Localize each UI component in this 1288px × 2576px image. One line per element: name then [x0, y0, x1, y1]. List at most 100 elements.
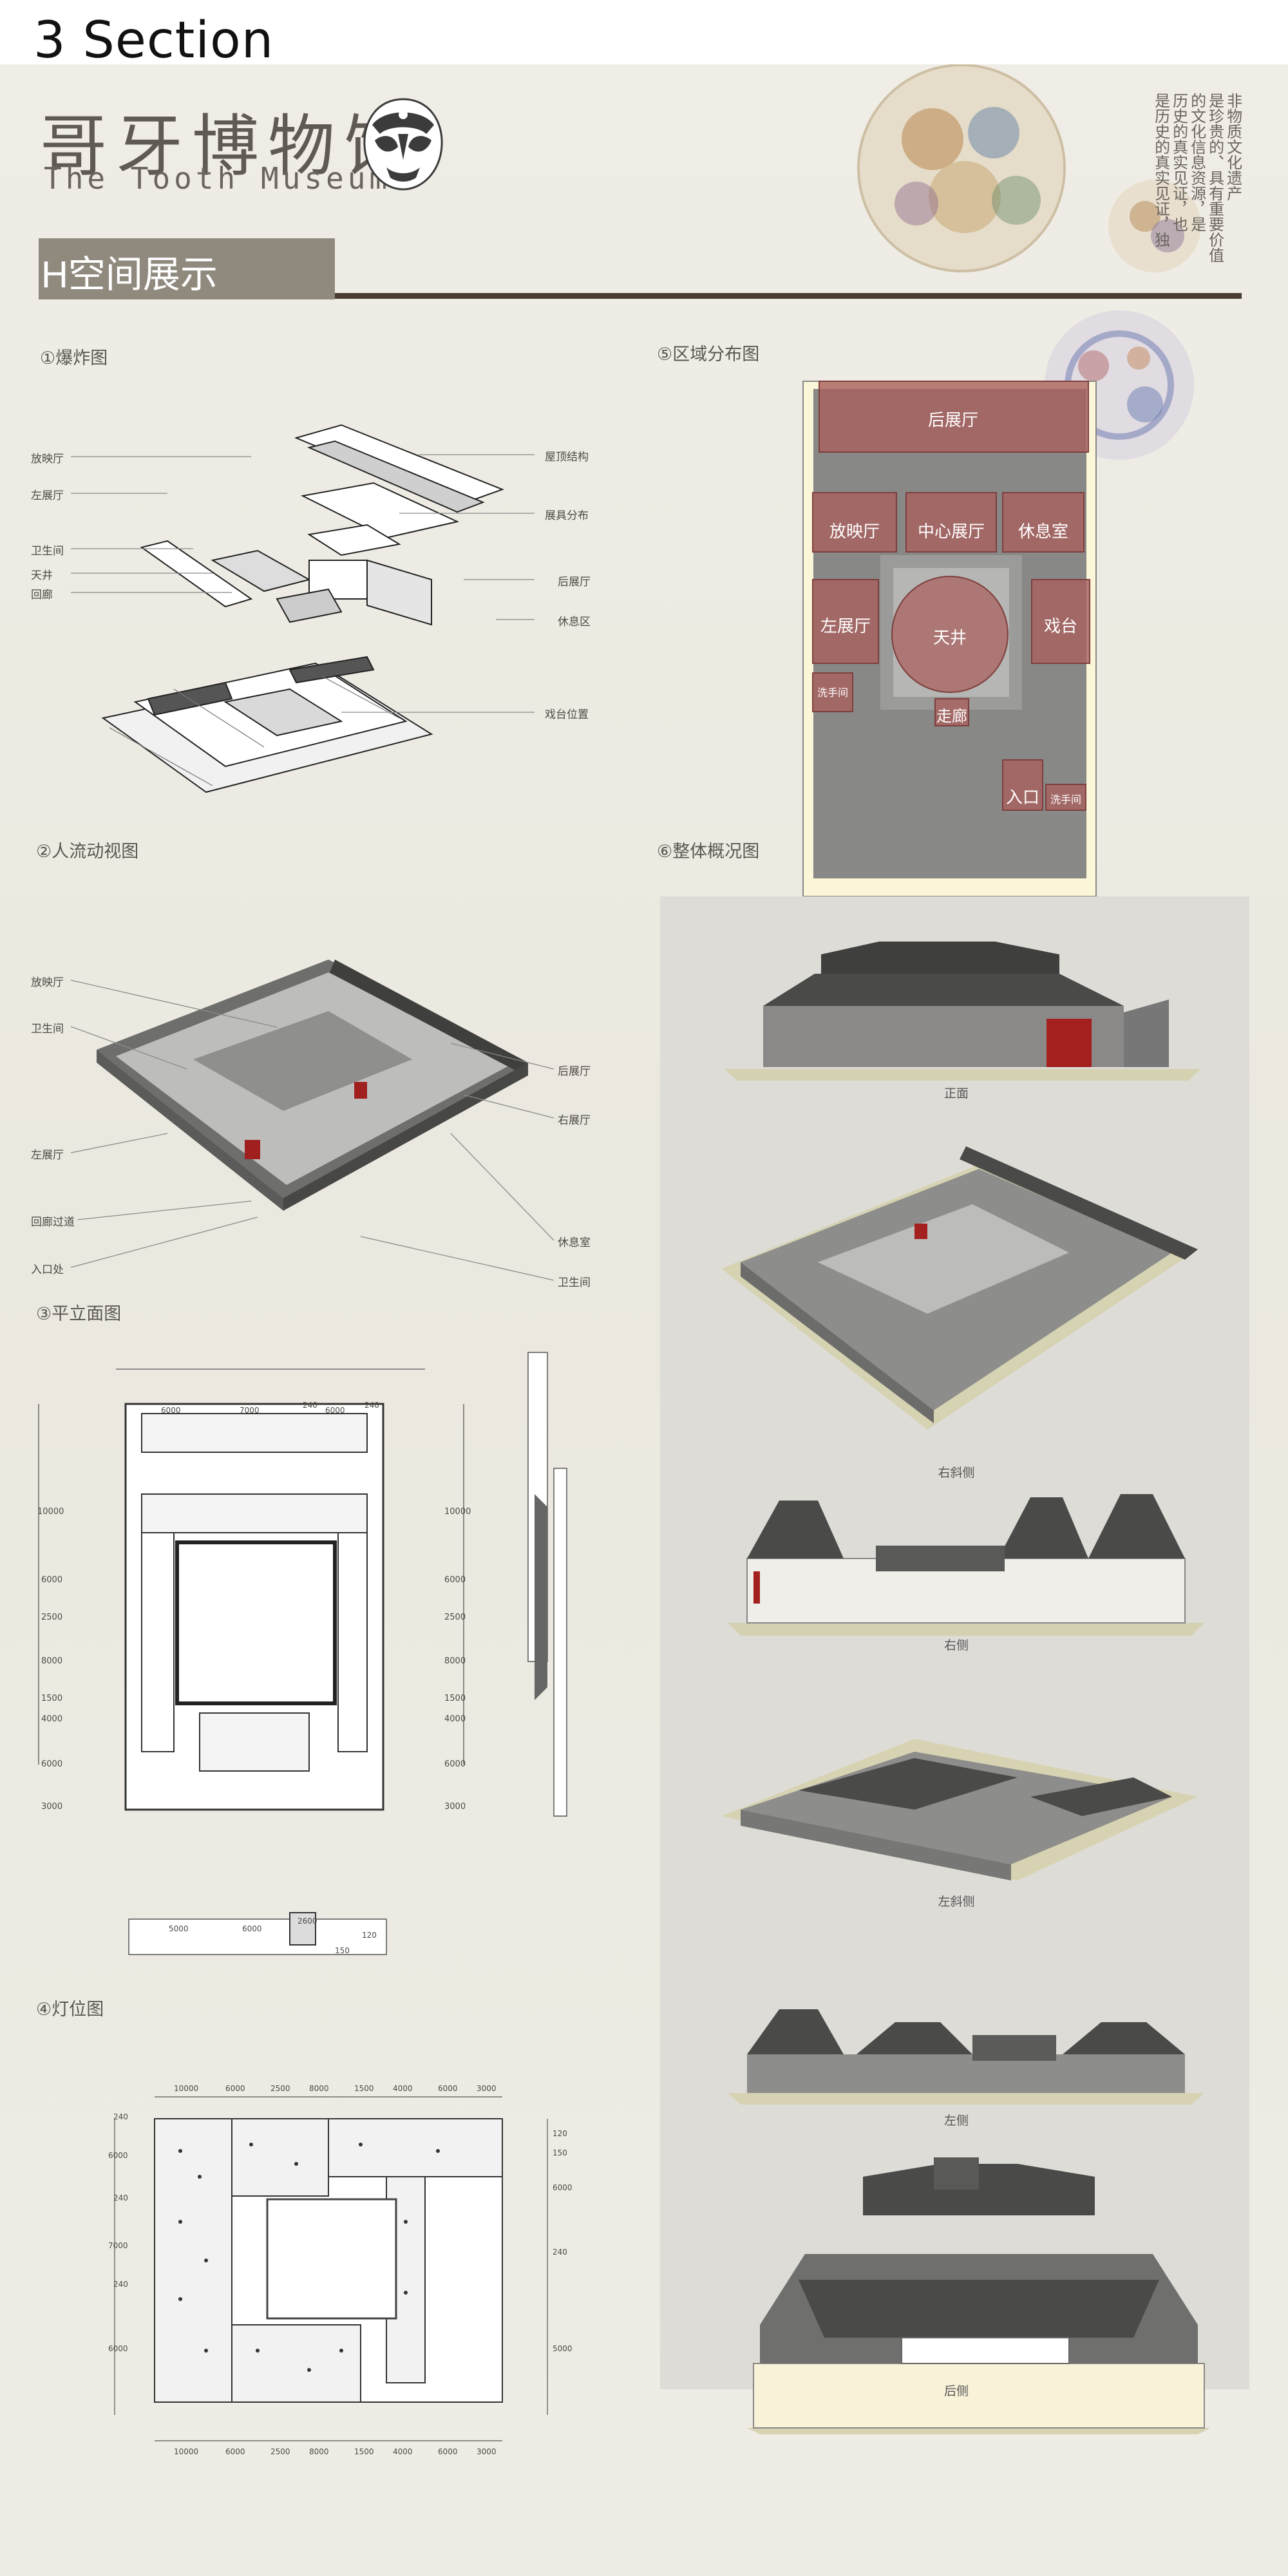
elev-dim-1: 5000	[169, 1924, 189, 1933]
zone-screening: 放映厅	[829, 522, 880, 542]
elev-dim-4: 120	[362, 1931, 377, 1940]
light-dim-bottom-7: 6000	[438, 2447, 458, 2456]
zone-stage: 戏台	[1043, 617, 1077, 636]
exploded-leader-lines	[71, 454, 535, 713]
light-dim-bottom-2: 6000	[225, 2447, 245, 2456]
plan-dim-right-1: 10000	[444, 1507, 471, 1517]
overview-back	[747, 2157, 1211, 2434]
explode-label-left-hall: 左展厅	[31, 489, 64, 502]
zone-blocks	[812, 381, 1090, 811]
section-band-title: H空间展示	[41, 254, 218, 296]
overview-left	[728, 2009, 1204, 2105]
light-dim-bottom-5: 1500	[354, 2447, 374, 2456]
flow-label-right-hall: 右展厅	[558, 1114, 591, 1127]
zone-center-hall: 中心展厅	[917, 522, 985, 542]
zone-wc-left: 洗手间	[817, 687, 848, 699]
exploded-view-drawing	[101, 424, 504, 793]
zone-corridor: 走廊	[936, 707, 967, 725]
flow-label-wc: 卫生间	[31, 1023, 64, 1036]
light-dim-left-5: 240	[113, 2280, 128, 2289]
explode-label-fixtures: 展具分布	[545, 509, 589, 522]
caption-front: 正面	[943, 1086, 969, 1101]
explode-label-back-hall: 后展厅	[558, 576, 591, 589]
light-dim-right-2: 150	[553, 2148, 567, 2157]
caption-right-oblique: 右斜侧	[938, 1466, 975, 1480]
light-dim-top-2: 6000	[225, 2084, 245, 2093]
section-heading: 3 Section	[33, 12, 274, 70]
plan-dim-right-6: 4000	[444, 1714, 466, 1724]
zone-courtyard: 天井	[933, 629, 967, 648]
plan-dim-left-1: 10000	[37, 1507, 64, 1517]
explode-label-wc: 卫生间	[31, 545, 64, 558]
caption-left: 左侧	[943, 2114, 969, 2128]
light-dim-top-3: 2500	[270, 2084, 290, 2093]
overview-right-oblique	[721, 1146, 1198, 1430]
plan-dim-left-4: 8000	[41, 1656, 63, 1666]
intro-vertical-text-3: 的文化信息资源，是	[1188, 93, 1206, 232]
caption-back: 后侧	[943, 2384, 969, 2398]
explode-label-roof: 屋顶结构	[545, 451, 589, 464]
flow-leader-lines	[70, 980, 554, 1281]
heading-zones: ⑤区域分布图	[657, 345, 760, 365]
elev-dim-5: 150	[335, 1946, 350, 1955]
plan-dim-left-3: 2500	[41, 1613, 63, 1622]
elev-dim-2: 6000	[242, 1924, 262, 1933]
light-dim-top-4: 8000	[309, 2084, 329, 2093]
zone-lounge: 休息室	[1018, 522, 1068, 542]
intro-vertical-text-1: 非物质文化遗产	[1224, 93, 1242, 201]
flow-view-drawing	[97, 960, 528, 1211]
page-header: 3 Section	[0, 0, 1288, 70]
museum-title-cn: 哥牙博物馆	[40, 107, 421, 185]
flow-label-entrance: 入口处	[31, 1264, 64, 1276]
plan-dim-top-5: 240	[365, 1401, 379, 1410]
lighting-plan	[114, 2096, 548, 2441]
light-dim-right-4: 240	[553, 2248, 567, 2257]
light-dim-top-1: 10000	[174, 2084, 199, 2093]
intro-vertical-text-2: 是珍贵的、具有重要价值	[1206, 93, 1224, 263]
light-dim-top-7: 6000	[438, 2084, 458, 2093]
plan-dim-top-3: 240	[303, 1401, 317, 1410]
flow-label-wc-right: 卫生间	[558, 1276, 591, 1289]
opera-mask-icon	[363, 98, 443, 191]
band-rule	[335, 293, 1242, 299]
explode-label-screening: 放映厅	[31, 453, 64, 466]
plan-dim-left-7: 6000	[41, 1759, 63, 1769]
plan-dim-top-2: 7000	[240, 1406, 260, 1415]
light-dim-bottom-4: 8000	[309, 2447, 329, 2456]
plan-dim-left-6: 4000	[41, 1714, 63, 1724]
explode-label-courtyard: 天井	[31, 569, 53, 582]
elev-dim-3: 2600	[298, 1917, 317, 1926]
intro-vertical-text-4: 历史的真实见证，也	[1170, 93, 1188, 232]
overview-right	[728, 1494, 1204, 1636]
light-dim-left-3: 240	[113, 2193, 128, 2202]
light-dim-left-4: 7000	[108, 2241, 128, 2250]
light-dim-top-5: 1500	[354, 2084, 374, 2093]
zone-wc-right: 洗手间	[1050, 793, 1081, 806]
embroidery-medallion-large	[857, 64, 1066, 272]
plan-dim-left-5: 1500	[41, 1694, 63, 1703]
light-dim-top-8: 3000	[477, 2084, 497, 2093]
flow-label-left-hall: 左展厅	[31, 1149, 64, 1162]
zone-back-hall: 后展厅	[927, 411, 978, 430]
explode-label-rest: 休息区	[558, 616, 591, 629]
plan-dim-right-8: 3000	[444, 1802, 466, 1812]
explode-label-corridor: 回廊	[31, 589, 53, 601]
embroidery-medallion-small	[1108, 180, 1201, 272]
section-band: H空间展示	[39, 238, 335, 299]
caption-right: 右侧	[943, 1638, 969, 1653]
light-dim-right-1: 120	[553, 2129, 567, 2138]
light-dim-bottom-8: 3000	[477, 2447, 497, 2456]
zone-left-hall: 左展厅	[820, 617, 871, 636]
plan-dim-right-4: 8000	[444, 1656, 466, 1666]
overview-front	[724, 942, 1201, 1081]
heading-plan: ③平立面图	[36, 1304, 122, 1324]
light-dim-right-3: 6000	[553, 2183, 573, 2192]
plan-dim-left-8: 3000	[41, 1802, 63, 1812]
light-dim-bottom-6: 4000	[393, 2447, 413, 2456]
light-dim-left-2: 6000	[108, 2151, 128, 2160]
plan-dim-right-5: 1500	[444, 1694, 466, 1703]
light-dim-left-1: 240	[113, 2112, 128, 2121]
plan-dim-top-1: 6000	[161, 1406, 181, 1415]
light-dim-bottom-3: 2500	[270, 2447, 290, 2456]
overview-left-oblique	[721, 1739, 1198, 1880]
